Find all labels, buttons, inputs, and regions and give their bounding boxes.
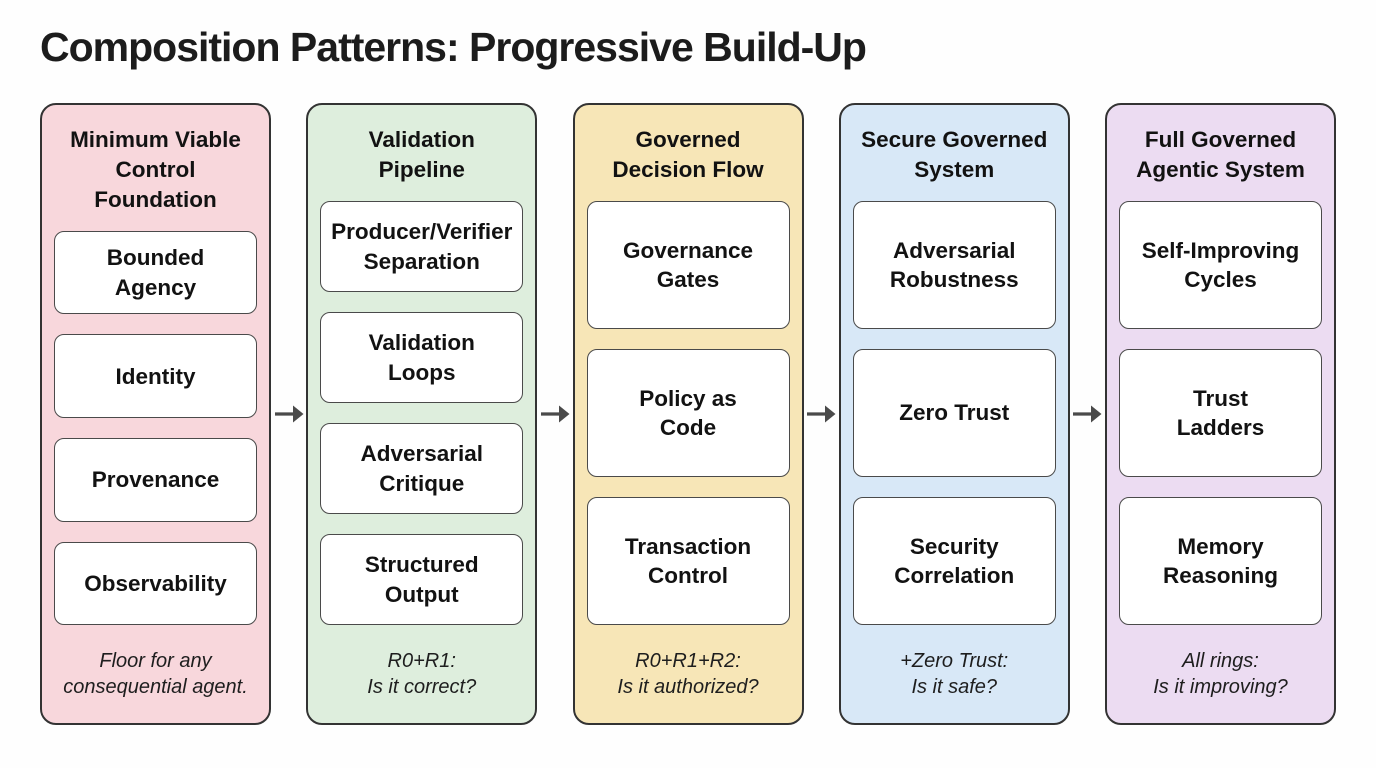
pattern-box-adversarial-critique: Adversarial Critique (320, 423, 524, 515)
pattern-box-provenance: Provenance (54, 438, 257, 522)
column-title: Validation Pipeline (368, 127, 475, 183)
column-secure-governed-system: Secure Governed System Adversarial Robus… (838, 103, 1070, 726)
arrow-right-icon (537, 103, 572, 725)
pattern-box-structured-output: Structured Output (320, 534, 524, 626)
pattern-box-producer-verifier-separation: Producer/Verifier Separation (320, 200, 524, 293)
pattern-box-policy-as-code: Policy as Code (586, 349, 790, 478)
pattern-box-list: Producer/Verifier Separation Validation … (320, 200, 524, 626)
pattern-box-zero-trust: Zero Trust (852, 349, 1056, 478)
pattern-box-bounded-agency: Bounded Agency (54, 230, 257, 315)
column-footer-note: R0+R1: Is it correct? (367, 649, 477, 699)
pattern-box-list: Self-Improving Cycles Trust Ladders Memo… (1119, 200, 1322, 626)
pattern-box-list: Governance Gates Policy as Code Transact… (586, 200, 790, 626)
pattern-box-validation-loops: Validation Loops (320, 312, 524, 404)
column-title: Full Governed Agentic System (1136, 127, 1305, 183)
pattern-box-observability: Observability (54, 541, 257, 626)
column-title: Minimum Viable Control Foundation (70, 127, 241, 212)
pattern-box-security-correlation: Security Correlation (852, 497, 1056, 626)
column-title: Governed Decision Flow (612, 127, 764, 183)
column-footer-note: All rings: Is it improving? (1153, 649, 1288, 699)
pattern-box-self-improving-cycles: Self-Improving Cycles (1119, 200, 1322, 330)
column-minimum-viable-control-foundation: Minimum Viable Control Foundation Bounde… (40, 103, 271, 726)
progressive-buildup-diagram: Minimum Viable Control Foundation Bounde… (40, 103, 1336, 726)
arrow-right-icon (271, 103, 306, 725)
pattern-box-transaction-control: Transaction Control (586, 497, 790, 626)
column-validation-pipeline: Validation Pipeline Producer/Verifier Se… (306, 103, 538, 726)
column-governed-decision-flow: Governed Decision Flow Governance Gates … (572, 103, 804, 726)
pattern-box-list: Bounded Agency Identity Provenance Obser… (54, 230, 257, 626)
column-title: Secure Governed System (861, 127, 1048, 183)
page-title: Composition Patterns: Progressive Build-… (40, 24, 867, 70)
column-full-governed-agentic-system: Full Governed Agentic System Self-Improv… (1105, 103, 1336, 726)
pattern-box-list: Adversarial Robustness Zero Trust Securi… (852, 200, 1056, 626)
pattern-box-governance-gates: Governance Gates (586, 200, 790, 330)
pattern-box-identity: Identity (54, 334, 257, 419)
arrow-right-icon (1070, 103, 1105, 725)
column-footer-note: R0+R1+R2: Is it authorized? (617, 649, 759, 699)
arrow-right-icon (804, 103, 839, 725)
pattern-box-adversarial-robustness: Adversarial Robustness (852, 200, 1056, 330)
pattern-box-trust-ladders: Trust Ladders (1119, 349, 1322, 478)
column-footer-note: +Zero Trust: Is it safe? (900, 649, 1009, 699)
column-footer-note: Floor for any consequential agent. (63, 649, 248, 699)
pattern-box-memory-reasoning: Memory Reasoning (1119, 497, 1322, 626)
